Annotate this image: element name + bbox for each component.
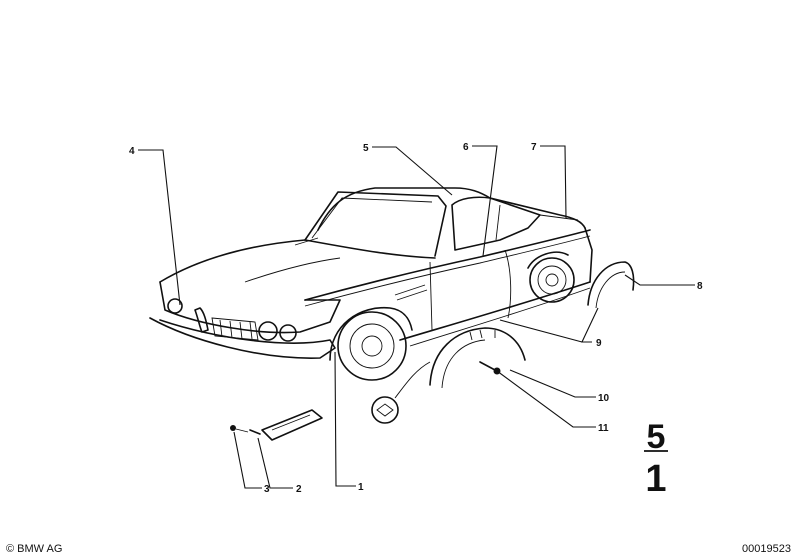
callout-3: 3	[264, 484, 270, 495]
callout-4: 4	[129, 146, 135, 157]
copyright-notice: © BMW AG	[6, 543, 63, 555]
callout-10: 10	[598, 393, 610, 404]
section-marker-bottom: 1	[645, 458, 666, 500]
callout-11: 11	[598, 423, 609, 434]
callout-labels: 4 5 6 7 8 9 10 11 1 2 3	[129, 142, 703, 495]
car-illustration	[149, 187, 593, 381]
callout-8: 8	[697, 281, 703, 292]
image-id: 00019523	[742, 543, 791, 555]
leader-lines	[138, 145, 695, 489]
small-parts	[230, 361, 501, 441]
callout-5: 5	[363, 143, 369, 154]
callout-7: 7	[531, 142, 537, 153]
callout-2: 2	[296, 484, 302, 495]
callout-6: 6	[463, 142, 469, 153]
wheel-arch-trims	[429, 261, 635, 389]
callout-1: 1	[358, 482, 364, 493]
callout-9: 9	[596, 338, 602, 349]
section-marker-top: 5	[647, 418, 666, 456]
section-marker: 5 1	[644, 418, 668, 500]
